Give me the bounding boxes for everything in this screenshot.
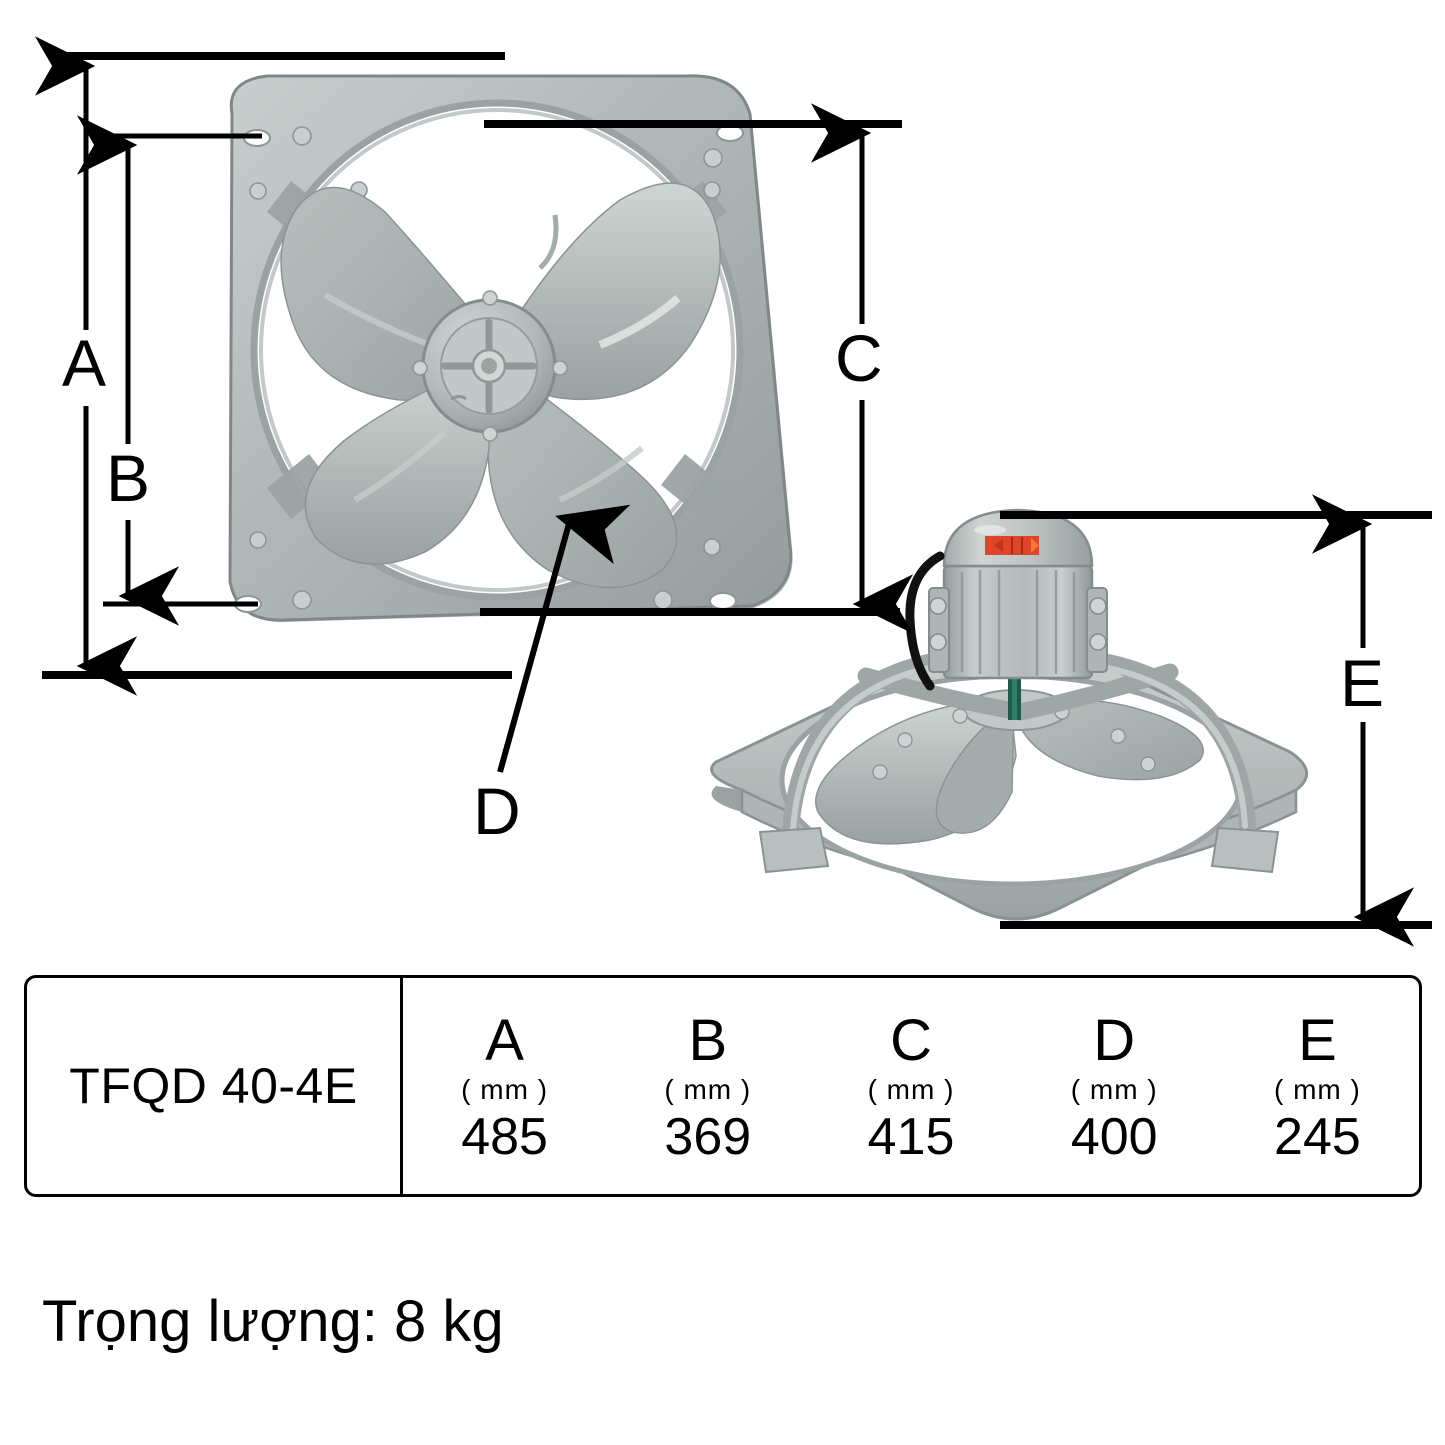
dimension-column-d: D ( mm ) 400 <box>1013 978 1216 1194</box>
leader-line-d <box>497 504 631 773</box>
dimension-column-c: C ( mm ) 415 <box>809 978 1012 1194</box>
strut-feet <box>758 826 1280 874</box>
column-value-b: 369 <box>664 1108 752 1167</box>
motor-fins <box>960 570 1076 676</box>
fan-front-view <box>228 74 793 623</box>
fan-hub <box>421 298 557 434</box>
dimension-label-e: E <box>1340 646 1385 720</box>
dimension-column-b: B ( mm ) 369 <box>606 978 809 1194</box>
model-name-cell: TFQD 40-4E <box>27 978 403 1194</box>
column-letter-b: B <box>688 1008 728 1074</box>
motor-bolts <box>929 597 1107 651</box>
column-letter-e: E <box>1298 1008 1337 1074</box>
column-letter-d: D <box>1093 1008 1136 1074</box>
dimension-column-e: E ( mm ) 245 <box>1216 978 1419 1194</box>
hub-screws <box>412 290 568 442</box>
column-unit-d: ( mm ) <box>1070 1073 1158 1105</box>
column-letter-a: A <box>485 1008 524 1074</box>
weight-caption: Trọng lượng: 8 kg <box>42 1289 504 1354</box>
column-value-e: 245 <box>1274 1108 1361 1167</box>
dimension-label-a: A <box>62 326 107 400</box>
dimension-column-a: A ( mm ) 485 <box>403 978 606 1194</box>
dimension-columns: A ( mm ) 485 B ( mm ) 369 C ( mm ) 415 D… <box>403 978 1419 1194</box>
column-letter-c: C <box>890 1008 932 1074</box>
dimension-lines <box>34 36 1432 947</box>
motor-assembly <box>905 508 1108 691</box>
column-unit-e: ( mm ) <box>1273 1073 1361 1105</box>
specification-table: TFQD 40-4E A ( mm ) 485 B ( mm ) 369 C (… <box>24 975 1422 1197</box>
column-value-d: 400 <box>1070 1108 1158 1167</box>
dimension-label-c: C <box>835 321 883 395</box>
fan-propeller <box>280 182 721 589</box>
column-unit-a: ( mm ) <box>461 1073 549 1105</box>
dimension-label-b: B <box>106 441 151 515</box>
column-value-c: 415 <box>867 1108 955 1167</box>
dimension-label-d: D <box>473 774 521 848</box>
rotation-arrow-sticker-icon <box>985 536 1039 555</box>
column-value-a: 485 <box>461 1108 548 1167</box>
model-name: TFQD 40-4E <box>69 1058 358 1114</box>
column-unit-b: ( mm ) <box>664 1073 752 1105</box>
fan-rear-view <box>710 508 1308 921</box>
column-unit-c: ( mm ) <box>867 1073 955 1105</box>
